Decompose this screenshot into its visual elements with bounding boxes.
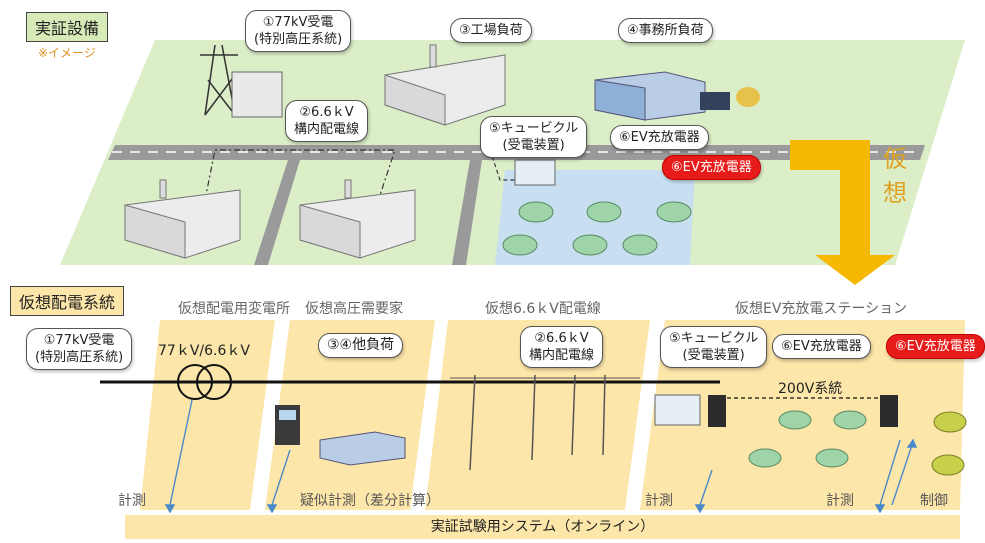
measure-label-1: 計測 xyxy=(118,493,146,509)
callout-66kv-bottom: ②6.6ｋV 構内配電線 xyxy=(520,326,604,368)
virtualization-arrow xyxy=(790,140,895,285)
callout-66kv-bottom-line1: ②6.6ｋV xyxy=(534,331,589,346)
callout-ev-charger-top: ⑥EV充放電器 xyxy=(610,125,709,150)
panel-substation xyxy=(140,320,275,510)
measure-label-2: 疑似計測（差分計算） xyxy=(300,493,440,509)
callout-cubicle-top-line2: (受電装置) xyxy=(502,138,565,153)
ev-cars-lime xyxy=(931,411,967,476)
ev-cars-green xyxy=(502,201,867,468)
section-title-station: 仮想EV充放電ステーション xyxy=(735,301,908,317)
callout-77kv-bottom: ①77kV受電 (特別高圧系統) xyxy=(26,328,133,370)
callout-77kv-top-line2: (特別高圧系統) xyxy=(254,32,343,47)
charger-bottom-1 xyxy=(708,395,726,427)
section-title-line: 仮想6.6ｋV配電線 xyxy=(485,301,601,317)
customer-office xyxy=(319,431,406,466)
factory-center xyxy=(299,179,416,259)
callout-office-load: ④事務所負荷 xyxy=(618,18,713,43)
callout-66kv-top: ②6.6ｋV 構内配電線 xyxy=(285,100,369,142)
transmission-tower xyxy=(200,44,238,116)
online-system-bar: 実証試験用システム（オンライン） xyxy=(125,515,960,539)
callout-other-loads: ③④他負荷 xyxy=(318,333,404,358)
control-label: 制御 xyxy=(920,493,948,509)
factory-top xyxy=(384,44,506,126)
callout-ev-charger-bottom: ⑥EV充放電器 xyxy=(772,334,871,359)
callout-cubicle-bottom-line2: (受電装置) xyxy=(682,348,745,363)
virtual-label-char2: 想 xyxy=(883,179,907,207)
panel-customer xyxy=(265,320,435,510)
office-building xyxy=(594,71,760,121)
utility-poles xyxy=(450,374,640,471)
substation-equipment xyxy=(231,71,283,118)
callout-cubicle-top: ⑤キュービクル (受電装置) xyxy=(480,116,588,158)
callout-ev-charger-top-red: ⑥EV充放電器 xyxy=(662,155,761,180)
system-200v-label: 200V系統 xyxy=(778,381,843,397)
transformer-symbol xyxy=(177,364,232,400)
measure-label-3: 計測 xyxy=(645,493,673,509)
callout-77kv-bottom-line1: ①77kV受電 xyxy=(43,333,115,348)
distribution-line-top-2 xyxy=(489,149,525,181)
measure-label-4: 計測 xyxy=(826,493,854,509)
callout-ev-charger-bottom-red: ⑥EV充放電器 xyxy=(886,334,985,359)
transformer-label: 77ｋV/6.6ｋV xyxy=(158,343,250,359)
charger-bottom-2 xyxy=(880,395,898,427)
measurement-arrows xyxy=(164,399,918,514)
side-road-1 xyxy=(254,160,300,265)
image-note: ※イメージ xyxy=(38,46,96,60)
callout-cubicle-bottom: ⑤キュービクル (受電装置) xyxy=(660,326,768,368)
callout-cubicle-top-line1: ⑤キュービクル xyxy=(489,121,579,136)
meter-cabinet-face xyxy=(279,410,296,420)
callout-77kv-top-line1: ①77kV受電 xyxy=(262,15,334,30)
factory-left xyxy=(124,179,241,259)
cubicle-bottom xyxy=(654,394,701,426)
callout-66kv-top-line1: ②6.6ｋV xyxy=(299,105,354,120)
virtual-label: 仮 想 xyxy=(880,142,910,210)
distribution-line-top xyxy=(204,149,396,201)
callout-77kv-top: ①77kV受電 (特別高圧系統) xyxy=(245,10,352,52)
callout-66kv-top-line2: 構内配電線 xyxy=(294,122,360,137)
bottom-section-tag: 仮想配電系統 xyxy=(10,286,125,316)
callout-66kv-bottom-line2: 構内配電線 xyxy=(529,348,595,363)
callout-factory-load: ③工場負荷 xyxy=(450,18,532,43)
cubicle-top xyxy=(514,159,556,186)
virtual-label-char1: 仮 xyxy=(883,145,907,173)
callout-cubicle-bottom-line1: ⑤キュービクル xyxy=(669,331,759,346)
top-section-tag: 実証設備 xyxy=(26,12,109,42)
section-title-customer: 仮想高圧需要家 xyxy=(305,301,403,317)
side-road-2 xyxy=(452,160,482,265)
callout-77kv-bottom-line2: (特別高圧系統) xyxy=(35,350,124,365)
section-title-substation: 仮想配電用変電所 xyxy=(178,301,290,317)
